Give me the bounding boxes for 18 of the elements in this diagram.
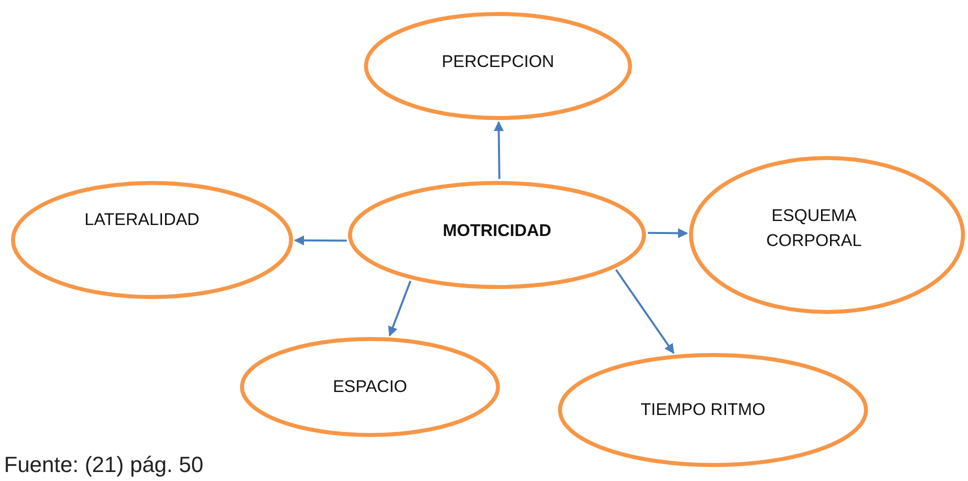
arrow xyxy=(648,228,688,238)
ellipse-node xyxy=(558,353,868,467)
ellipse-node xyxy=(364,12,632,120)
arrow xyxy=(615,269,674,354)
arrow xyxy=(388,280,412,337)
node-label: PERCEPCION xyxy=(442,50,554,73)
ellipse-node xyxy=(240,337,500,437)
caption: Fuente: (21) pág. 50 xyxy=(4,452,204,478)
node-label: MOTRICIDAD xyxy=(442,220,552,242)
node-label: ESPACIO xyxy=(332,376,408,398)
ellipse-node xyxy=(348,181,646,289)
ellipse-node xyxy=(11,181,293,299)
arrow xyxy=(494,121,504,180)
ellipse-node xyxy=(689,156,965,314)
node-label: ESQUEMA CORPORAL xyxy=(765,205,863,252)
node-label: LATERALIDAD xyxy=(84,208,200,231)
arrow xyxy=(294,235,347,246)
node-label: TIEMPO RITMO xyxy=(640,398,766,421)
